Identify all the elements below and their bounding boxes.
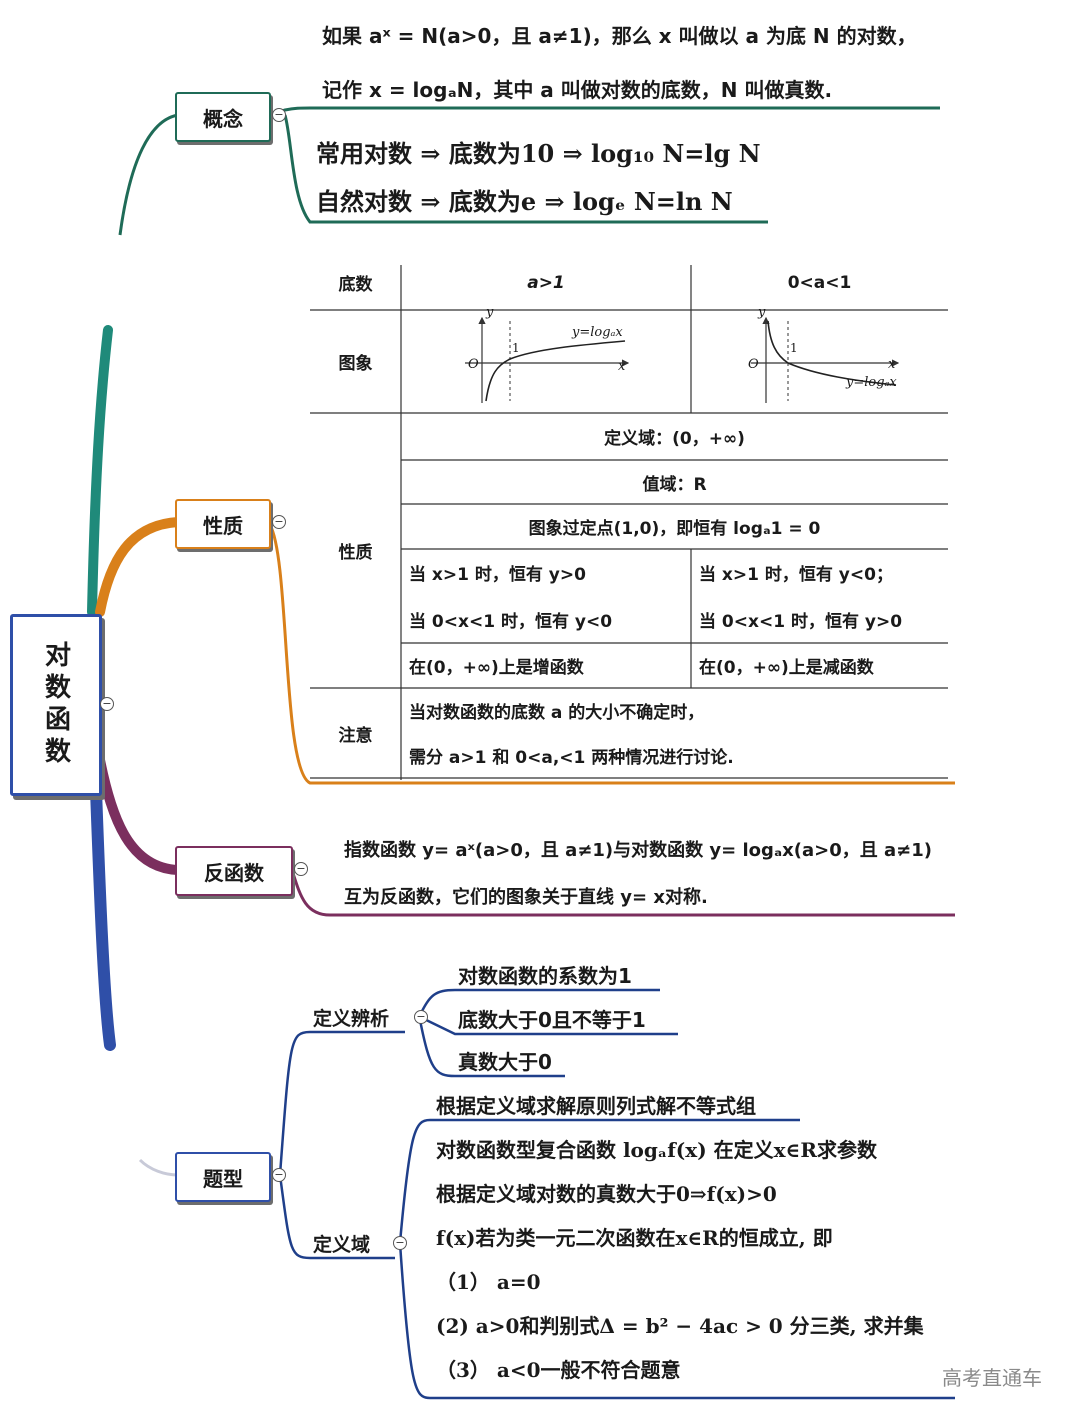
root-node[interactable]: 对数函数: [10, 614, 102, 796]
note-line-2: 需分 a>1 和 0<a,<1 两种情况进行讨论.: [409, 748, 734, 768]
common-log-text: 常用对数 ⇒ 底数为10 ⇒ log₁₀ N=lg N: [316, 139, 761, 168]
graph-inc-one: 1: [512, 341, 520, 355]
domain-item-6: (2) a>0和判别式Δ = b² − 4ac > 0 分三类, 求并集: [436, 1314, 924, 1338]
properties-collapse-icon[interactable]: −: [272, 515, 286, 529]
domain-item-2: 对数函数型复合函数 logₐf(x) 在定义x∈R求参数: [436, 1138, 877, 1162]
note-line-1: 当对数函数的底数 a 的大小不确定时，: [409, 703, 705, 723]
graph-inc-label: y=logₐx: [572, 325, 623, 340]
domain-item-5: （1） a=0: [436, 1270, 541, 1294]
def-item-1: 对数函数的系数为1: [458, 964, 632, 988]
right-mono: 在(0，+∞)上是减函数: [699, 658, 874, 678]
graph-increasing: [465, 316, 630, 403]
graph-inc-o: O: [468, 357, 479, 372]
inverse-node-label: 反函数: [204, 860, 264, 885]
domain-branch-collapse-icon[interactable]: −: [393, 1236, 407, 1250]
inverse-collapse-icon[interactable]: −: [294, 862, 308, 876]
graph-decreasing: [751, 316, 900, 403]
domain-text: 定义域：(0，+∞): [604, 429, 745, 449]
types-node[interactable]: 题型: [175, 1152, 271, 1202]
types-collapse-icon[interactable]: −: [272, 1168, 286, 1182]
right-sign-2: 当 0<x<1 时，恒有 y>0: [699, 612, 903, 632]
left-sign-2: 当 0<x<1 时，恒有 y<0: [409, 612, 613, 632]
root-collapse-icon[interactable]: −: [100, 697, 114, 711]
row-note-label: 注意: [338, 725, 373, 746]
header-a-gt-1: a>1: [527, 272, 565, 293]
graph-inc-x: x: [618, 359, 626, 374]
properties-table: 底数 a>1 0<a<1 图象 O y x 1 y=logₐx O y x 1 …: [310, 255, 948, 780]
domain-item-4: f(x)若为类一元二次函数在x∈R的恒成立, 即: [436, 1226, 833, 1250]
graph-inc-y: y: [486, 305, 494, 320]
watermark: 高考直通车: [942, 1366, 1042, 1390]
concept-line-1: 如果 aˣ = N(a>0，且 a≠1)，那么 x 叫做以 a 为底 N 的对数…: [322, 24, 917, 48]
properties-node[interactable]: 性质: [175, 499, 271, 549]
types-node-label: 题型: [203, 1166, 243, 1191]
def-item-3: 真数大于0: [458, 1050, 552, 1074]
fixed-point-text: 图象过定点(1,0)，即恒有 logₐ1 = 0: [528, 519, 821, 539]
natural-log-text: 自然对数 ⇒ 底数为e ⇒ logₑ N=ln N: [316, 187, 733, 216]
concept-collapse-icon[interactable]: −: [272, 108, 286, 122]
concept-line-2: 记作 x = logₐN，其中 a 叫做对数的底数，N 叫做真数.: [322, 78, 833, 102]
graph-dec-o: O: [748, 357, 759, 372]
range-text: 值域：R: [642, 474, 707, 495]
graph-dec-one: 1: [790, 341, 798, 355]
concept-node-label: 概念: [203, 106, 243, 131]
left-mono: 在(0，+∞)上是增函数: [409, 658, 584, 678]
domain-item-3: 根据定义域对数的真数大于0⇒f(x)>0: [436, 1182, 777, 1206]
header-base: 底数: [338, 275, 373, 295]
domain-branch-label: 定义域: [313, 1234, 371, 1256]
table-grid: [310, 265, 948, 780]
inverse-node[interactable]: 反函数: [175, 846, 293, 896]
right-sign-1: 当 x>1 时，恒有 y<0；: [699, 565, 893, 585]
header-a-lt-1: 0<a<1: [787, 272, 852, 293]
root-label: 对数函数: [40, 641, 71, 769]
def-item-2: 底数大于0且不等于1: [458, 1008, 646, 1032]
domain-item-7: （3） a<0一般不符合题意: [436, 1358, 681, 1382]
graph-dec-x: x: [888, 357, 896, 372]
graph-dec-label: y=logₐx: [846, 375, 897, 390]
row-graph-label: 图象: [338, 354, 373, 374]
inverse-line-2: 互为反函数，它们的图象关于直线 y= x对称.: [344, 887, 708, 908]
left-sign-1: 当 x>1 时，恒有 y>0: [409, 565, 586, 585]
graph-dec-y: y: [758, 305, 766, 320]
row-props-label: 性质: [338, 543, 373, 563]
properties-node-label: 性质: [203, 513, 243, 538]
domain-item-1: 根据定义域求解原则列式解不等式组: [436, 1094, 756, 1118]
def-branch-collapse-icon[interactable]: −: [414, 1010, 428, 1024]
def-branch-label: 定义辨析: [313, 1008, 390, 1030]
concept-node[interactable]: 概念: [175, 92, 271, 142]
inverse-line-1: 指数函数 y= aˣ(a>0，且 a≠1)与对数函数 y= logₐx(a>0，…: [344, 840, 932, 861]
